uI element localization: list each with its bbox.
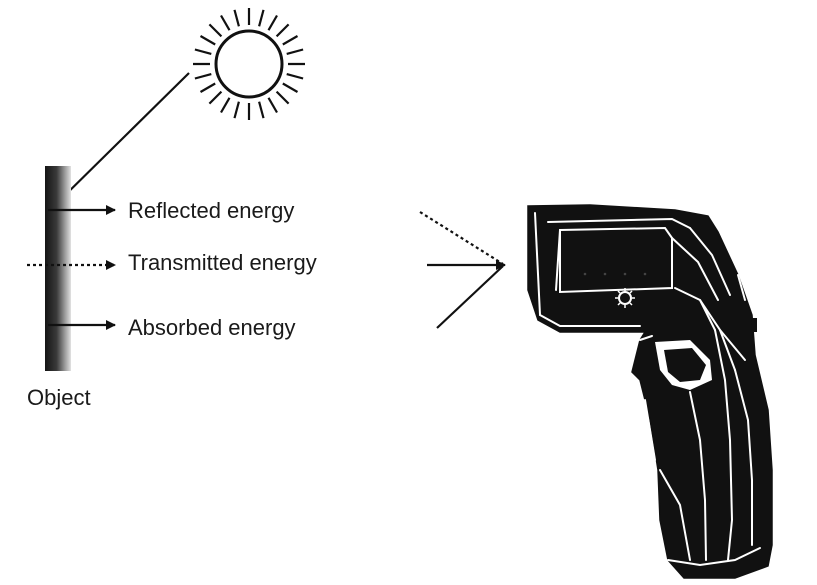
object-slab (45, 166, 71, 371)
sun-ray (208, 23, 223, 38)
sun-ray (286, 48, 304, 55)
incoming-dotted-ray (419, 211, 504, 265)
transmitted-energy-label: Transmitted energy (128, 250, 317, 275)
sun-ray (199, 35, 216, 46)
sun-ray (258, 101, 265, 119)
sun-ray (282, 82, 299, 93)
sun-ray (233, 9, 240, 27)
reflected-energy-label: Reflected energy (128, 198, 295, 223)
sun-icon (193, 8, 305, 120)
sun-ray (267, 97, 278, 114)
sun-ray (208, 90, 223, 105)
laser-aperture-icon (615, 288, 635, 308)
sun-ray (199, 82, 216, 93)
incoming-ray-lower (436, 265, 504, 329)
sun-ray (220, 14, 231, 31)
sun-ray (194, 73, 212, 80)
sun-ray (267, 14, 278, 31)
sun-ray (194, 48, 212, 55)
sun-ray (258, 9, 265, 27)
absorbed-energy-label: Absorbed energy (128, 315, 296, 340)
sun-ray (282, 35, 299, 46)
incident-ray (49, 72, 190, 211)
sun-ray (233, 101, 240, 119)
infrared-thermometer-icon (527, 204, 773, 579)
object-label: Object (27, 385, 91, 410)
sun-ray (275, 90, 290, 105)
sun-ray (275, 23, 290, 38)
sun-ray (286, 73, 304, 80)
sun-ray (220, 97, 231, 114)
